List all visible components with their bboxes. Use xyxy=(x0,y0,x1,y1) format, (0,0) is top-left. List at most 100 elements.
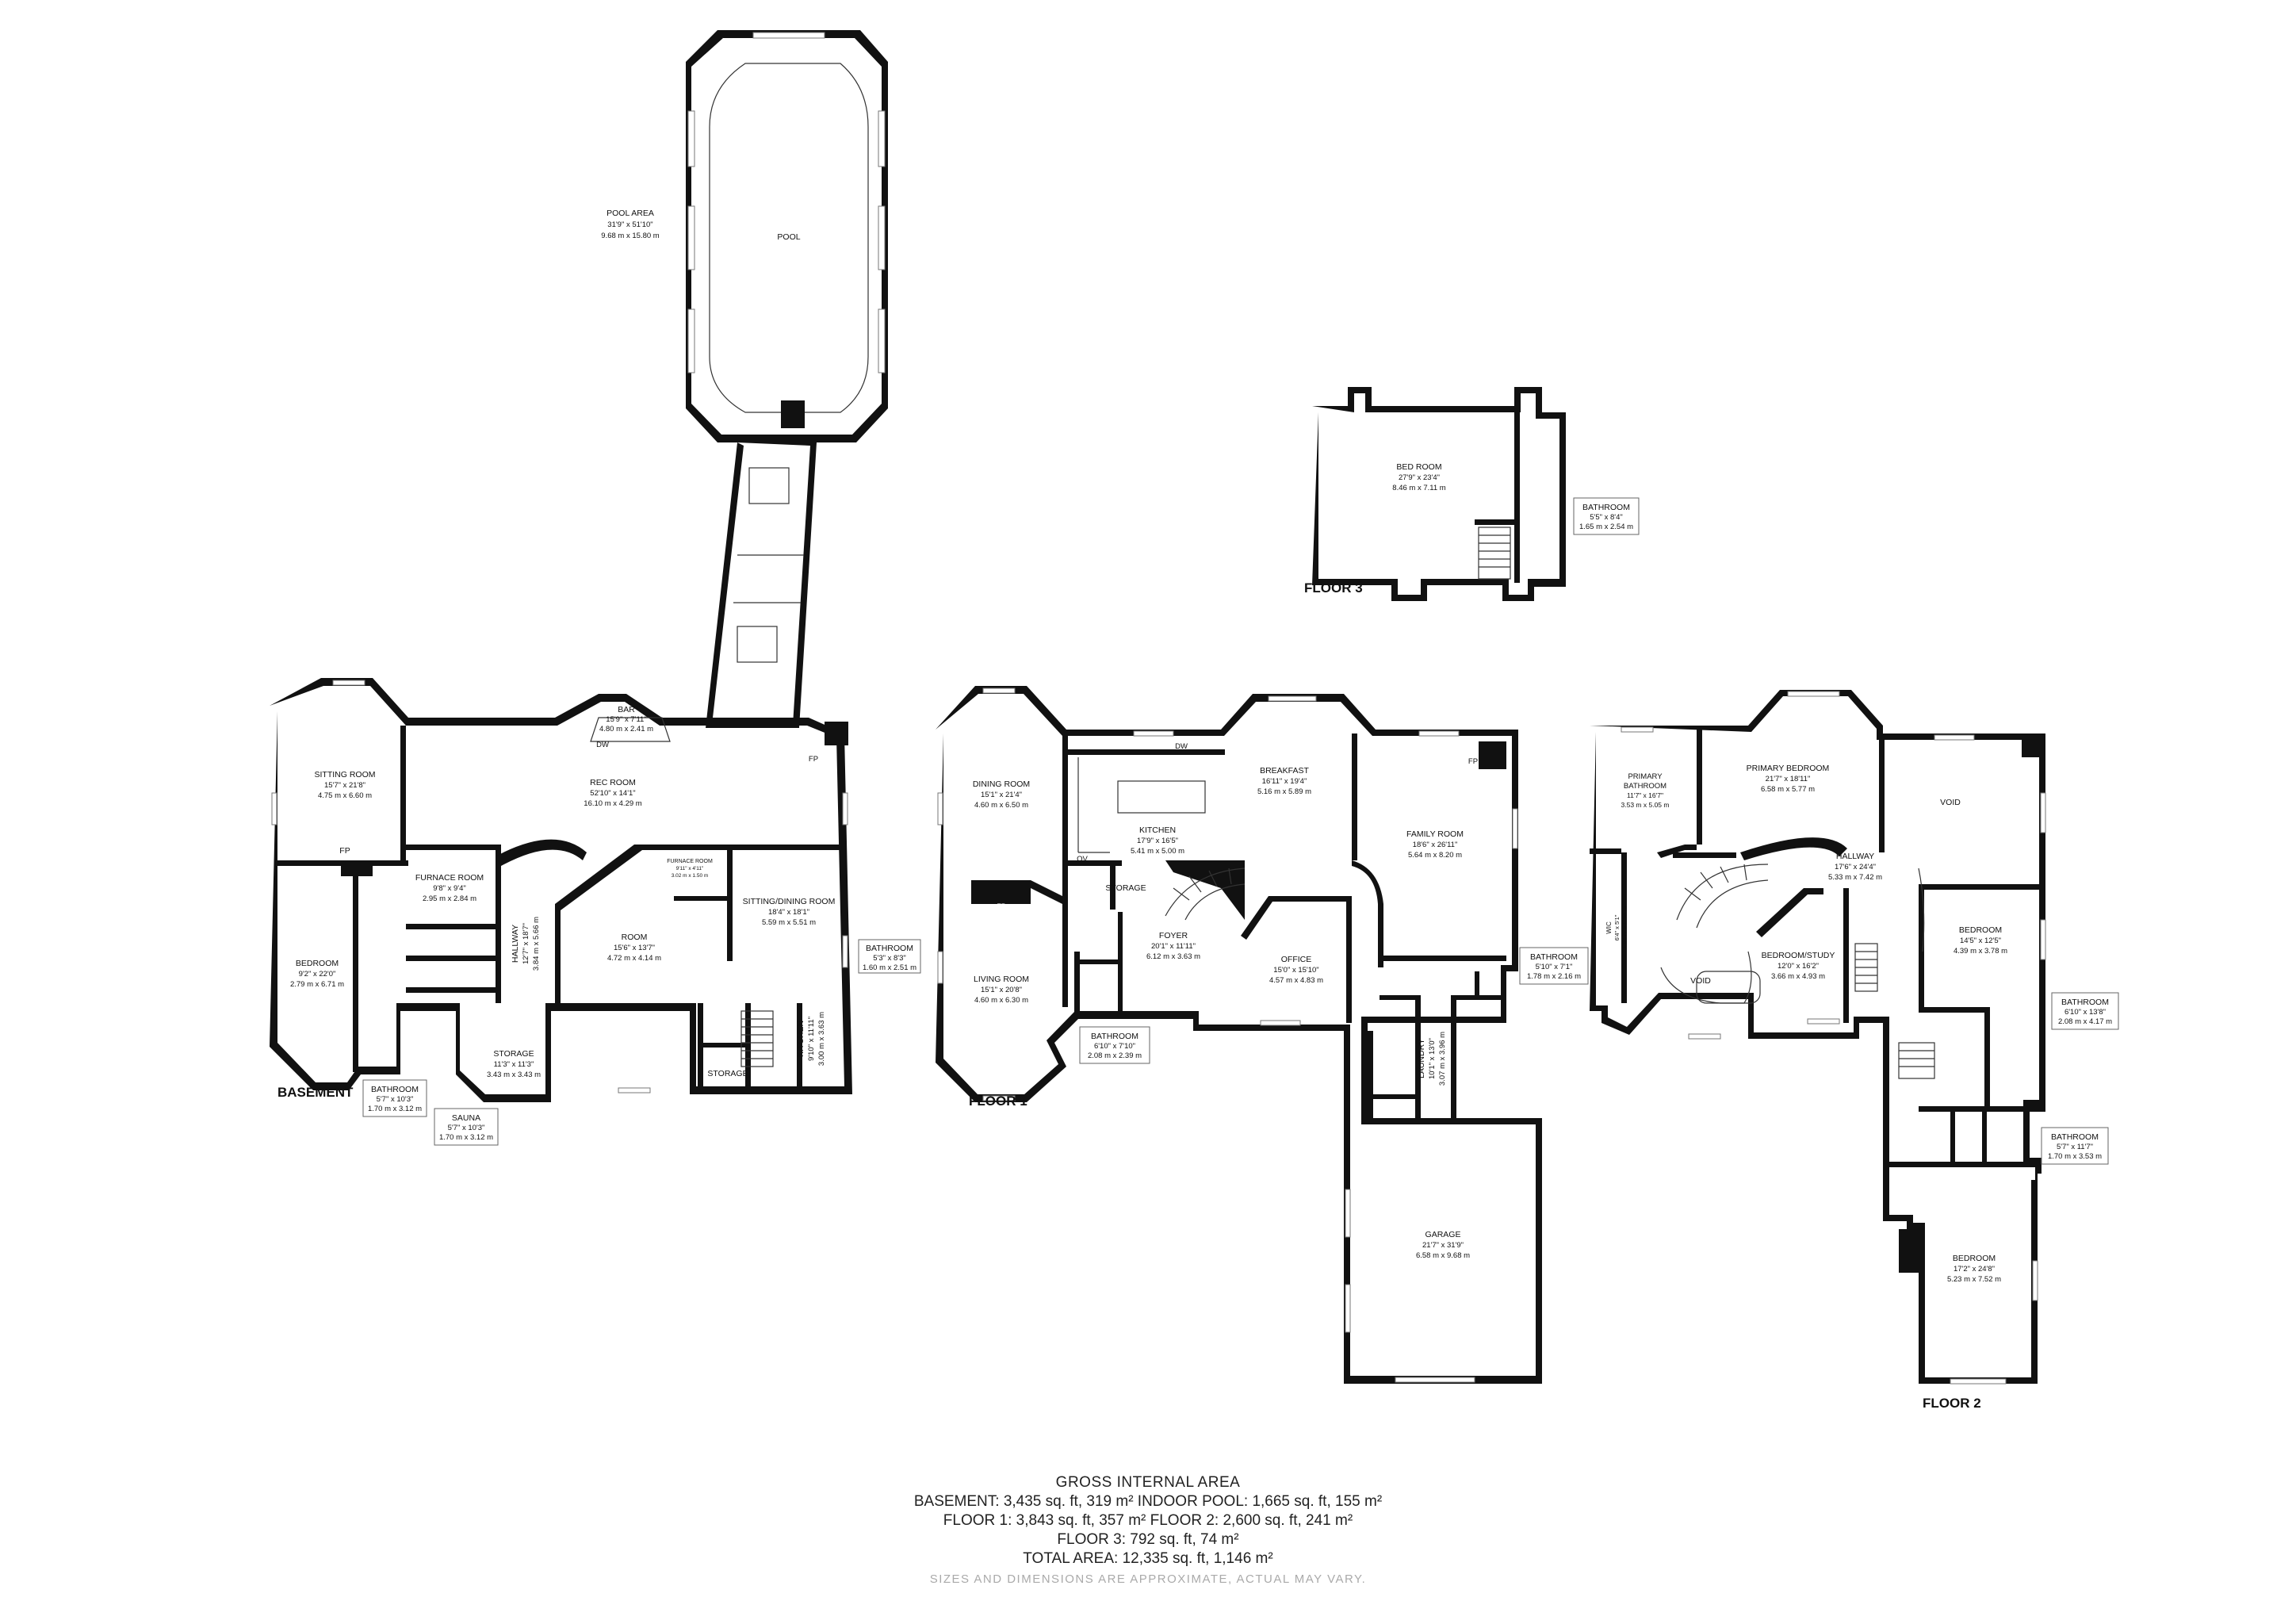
bathroom-tag xyxy=(1519,947,1589,985)
floor3-bedroom-metric: 8.46 m x 7.11 m xyxy=(1392,484,1445,492)
sauna-tag xyxy=(434,1108,499,1146)
interior-wall xyxy=(1368,1094,1415,1099)
basement-room-imperial: 15'6" x 13'7" xyxy=(614,944,655,952)
interior-wall xyxy=(1590,848,1621,854)
floor3-stairs xyxy=(1478,527,1511,580)
window xyxy=(1418,730,1460,737)
interior-wall xyxy=(674,896,727,901)
dw-label: DW xyxy=(1175,742,1188,751)
bathroom-tag xyxy=(362,1079,427,1117)
primary-bedroom-label: PRIMARY BEDROOM xyxy=(1747,764,1830,773)
interior-wall xyxy=(1919,1007,1990,1013)
interior-wall xyxy=(1673,852,1736,858)
family-room-metric: 5.64 m x 8.20 m xyxy=(1408,851,1462,860)
pool-window xyxy=(752,32,825,39)
garage-metric: 6.58 m x 9.68 m xyxy=(1416,1251,1470,1260)
living-room-metric: 4.60 m x 6.30 m xyxy=(974,996,1028,1005)
floor3-bath-imperial: 5'5" x 8'4" xyxy=(1590,513,1623,522)
pool-corridor-wall xyxy=(706,442,817,728)
floor1-spiral-stairs xyxy=(1165,868,1246,921)
pool-area-plan: POOL AREA 31'9" x 51'10" 9.68 m x 15.80 … xyxy=(601,30,888,728)
dining-room-label: DINING ROOM xyxy=(973,779,1030,789)
floor2-bath-a-metric: 2.08 m x 4.17 m xyxy=(2058,1017,2112,1026)
interior-wall xyxy=(1883,1162,2042,1167)
area-summary-title: GROSS INTERNAL AREA xyxy=(1055,1474,1241,1491)
office-imperial: 15'0" x 15'10" xyxy=(1273,966,1318,975)
void-opening xyxy=(1696,971,1761,1004)
furnace-room-small-label: FURNACE ROOM xyxy=(667,859,713,864)
floor1-floor-label: FLOOR 1 xyxy=(969,1094,1027,1109)
stair-wall xyxy=(1165,860,1245,920)
interior-wall xyxy=(1879,733,1885,852)
storage-metric: 3.43 m x 3.43 m xyxy=(487,1071,541,1079)
floor2-bedroom-a-imperial: 14'5" x 12'5" xyxy=(1960,936,2001,945)
sitting-room-metric: 4.75 m x 6.60 m xyxy=(318,791,372,800)
laundry-label: LAUNDRY xyxy=(1417,1039,1426,1078)
floor2-bedroom-b-label: BEDROOM xyxy=(1953,1254,1996,1263)
area-summary-line: FLOOR 3: 792 sq. ft, 74 m² xyxy=(1057,1531,1239,1548)
dw-label: DW xyxy=(596,741,609,749)
primary-bath-label-2: BATHROOM xyxy=(1624,782,1667,791)
laundry-label-group: LAUNDRY 10'1" x 13'0" 3.07 m x 3.96 m xyxy=(1417,1032,1447,1086)
wic-metric: 1.93 m x 1.55 m xyxy=(1621,906,1628,949)
interior-wall xyxy=(406,924,496,929)
basement-hallway-label-group: HALLWAY 12'7" x 18'7" 3.84 m x 5.66 m xyxy=(511,917,541,971)
window xyxy=(2032,1260,2038,1301)
basement-bedroom-imperial: 9'2" x 22'0" xyxy=(299,970,336,979)
rec-room-metric: 16.10 m x 4.29 m xyxy=(584,799,641,808)
floor2-outer-wall xyxy=(1590,690,2045,1384)
floor3-bath-label: BATHROOM xyxy=(1582,503,1630,512)
window xyxy=(1268,695,1317,702)
floor1-bath-b-label: BATHROOM xyxy=(1530,952,1578,962)
pool-area-metric: 9.68 m x 15.80 m xyxy=(601,232,659,240)
dining-room-imperial: 15'1" x 21'4" xyxy=(981,791,1022,799)
window xyxy=(1512,808,1518,849)
interior-wall xyxy=(1919,884,2045,890)
floor1-bath-a-label: BATHROOM xyxy=(1091,1032,1138,1041)
bedroom-study-imperial: 12'0" x 16'2" xyxy=(1777,962,1819,971)
floor2-hallway-imperial: 17'6" x 24'4" xyxy=(1835,863,1876,871)
interior-wall xyxy=(1950,1110,1955,1166)
window xyxy=(1345,1284,1351,1333)
primary-bedroom-metric: 6.58 m x 5.77 m xyxy=(1761,785,1815,794)
primary-bedroom-imperial: 21'7" x 18'11" xyxy=(1766,775,1811,783)
area-summary-total: TOTAL AREA: 12,335 sq. ft, 1,146 m² xyxy=(1023,1550,1273,1567)
pool-equipment xyxy=(781,400,805,428)
basement-floor-label: BASEMENT xyxy=(277,1085,354,1100)
interior-wall xyxy=(1514,412,1520,523)
wic-label: WIC xyxy=(1605,921,1613,934)
void-label-b: VOID xyxy=(1690,976,1711,986)
window xyxy=(937,792,943,825)
basement-bedroom-label: BEDROOM xyxy=(296,959,339,968)
wic-label-group: WIC 6'4" x 5'1" 1.93 m x 1.55 m xyxy=(1605,906,1628,949)
floor2-stairs-b xyxy=(1898,1042,1935,1079)
floor2-plan: PRIMARY BATHROOM 11'7" x 16'7" 3.53 m x … xyxy=(1590,690,2119,1411)
double-fireplace xyxy=(971,880,1031,904)
floor2-bath-a-imperial: 6'10" x 13'8" xyxy=(2064,1008,2106,1017)
floor2-bedroom-b-imperial: 17'2" x 24'8" xyxy=(1954,1265,1995,1274)
floor3-plan: BED ROOM 27'9" x 23'4" 8.46 m x 7.11 m B… xyxy=(1304,387,1640,601)
garage-label: GARAGE xyxy=(1425,1230,1461,1239)
interior-wall xyxy=(406,956,496,961)
storage-label-b: STORAGE xyxy=(707,1069,748,1078)
interior-wall xyxy=(1380,995,1415,1000)
basement-kitchen-imperial: 9'10" x 11'11" xyxy=(807,1017,816,1061)
furnace-room-imperial: 9'8" x 9'4" xyxy=(433,884,466,893)
interior-wall xyxy=(1352,733,1357,860)
sitting-dining-imperial: 18'4" x 18'1" xyxy=(768,908,809,917)
floor3-outer-wall xyxy=(1312,387,1566,601)
floor1-bath-a-metric: 2.08 m x 2.39 m xyxy=(1088,1051,1142,1060)
void-label: VOID xyxy=(1940,798,1961,807)
interior-wall xyxy=(1843,888,1849,1023)
pool-window xyxy=(687,205,695,270)
living-room-label: LIVING ROOM xyxy=(974,975,1029,984)
pool-window xyxy=(878,205,886,270)
bedroom-study-metric: 3.66 m x 4.93 m xyxy=(1771,972,1825,981)
floor1-bath-a-imperial: 6'10" x 7'10" xyxy=(1094,1042,1135,1051)
bathroom-tag xyxy=(2051,992,2119,1030)
floor1-outer-wall xyxy=(936,686,1542,1384)
floor2-bedroom-b-metric: 5.23 m x 7.52 m xyxy=(1947,1275,2001,1284)
interior-wall xyxy=(1368,1031,1373,1118)
floor2-bedroom-a-label: BEDROOM xyxy=(1959,925,2002,935)
